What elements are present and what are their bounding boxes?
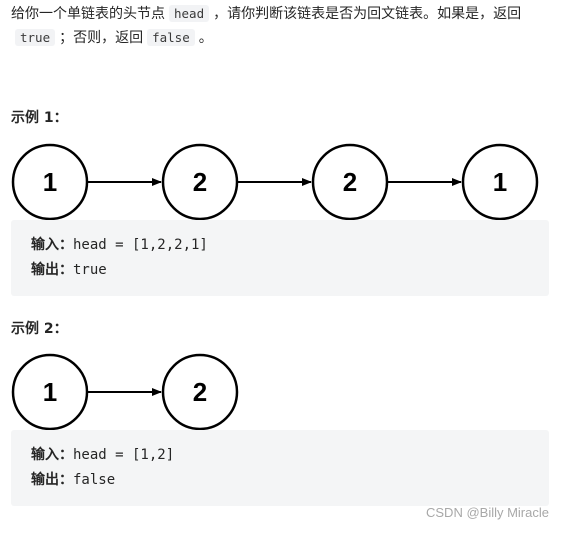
- example-1-title: 示例 1：: [11, 110, 68, 126]
- list-node: 1: [11, 353, 89, 431]
- csdn-watermark: CSDN @Billy Miracle: [426, 505, 549, 520]
- list-node: 2: [311, 143, 389, 221]
- input-label: 输入：: [31, 237, 73, 253]
- node-value: 1: [493, 167, 507, 197]
- node-value: 2: [193, 377, 207, 407]
- code-true: true: [15, 29, 56, 46]
- code-false: false: [147, 29, 195, 46]
- desc-text-2: ，请你判断该链表是否为回文链表。如果是，返回: [213, 6, 522, 22]
- list-node: 1: [11, 143, 89, 221]
- output-line: 输出：true: [31, 258, 549, 283]
- desc-text-3: ；否则，返回: [59, 30, 144, 46]
- output-value: true: [73, 262, 107, 278]
- desc-text-1: 给你一个单链表的头节点: [11, 6, 165, 22]
- list-node: 1: [461, 143, 539, 221]
- node-value: 1: [43, 167, 57, 197]
- output-value: false: [73, 472, 116, 488]
- input-label: 输入：: [31, 447, 73, 463]
- list-node: 2: [161, 353, 239, 431]
- input-line: 输入：head = [1,2,2,1]: [31, 233, 549, 258]
- example-1-linked-list-diagram: 1 2 2 1: [11, 143, 539, 221]
- input-line: 输入：head = [1,2]: [31, 443, 549, 468]
- list-node: 2: [161, 143, 239, 221]
- node-value: 2: [193, 167, 207, 197]
- input-value: head = [1,2]: [73, 447, 175, 463]
- output-line: 输出：false: [31, 468, 549, 493]
- node-value: 2: [343, 167, 357, 197]
- example-2-linked-list-diagram: 1 2: [11, 353, 239, 431]
- output-label: 输出：: [31, 472, 73, 488]
- node-value: 1: [43, 377, 57, 407]
- example-2-title: 示例 2：: [11, 321, 68, 337]
- code-head: head: [169, 5, 210, 22]
- example-2-code-block: 输入：head = [1,2] 输出：false: [11, 430, 549, 506]
- desc-text-4: 。: [198, 30, 213, 46]
- output-label: 输出：: [31, 262, 73, 278]
- example-1-code-block: 输入：head = [1,2,2,1] 输出：true: [11, 220, 549, 296]
- input-value: head = [1,2,2,1]: [73, 237, 208, 253]
